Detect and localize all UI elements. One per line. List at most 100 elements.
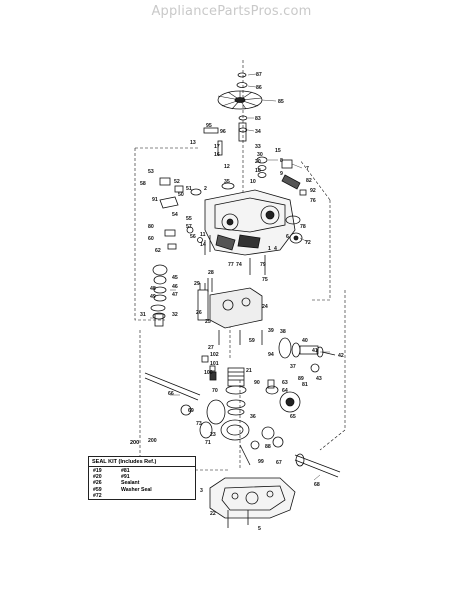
part-label: 64 <box>282 388 288 394</box>
part-label: 69 <box>188 408 194 414</box>
part-label: 58 <box>140 181 146 187</box>
part-label: 37 <box>290 364 296 370</box>
part-label: 13 <box>190 140 196 146</box>
part-label: 89 <box>298 376 304 382</box>
part-label: 90 <box>254 380 260 386</box>
seal-kit-box: SEAL KIT (Includes Ref.) #19 #81 #20 #91… <box>88 456 196 500</box>
part-label: 91 <box>152 197 158 203</box>
part-label: 87 <box>256 72 262 78</box>
seal-kit-ref: #72 <box>93 492 102 499</box>
seal-kit-ref: #26 <box>93 480 102 487</box>
part-label: 20 <box>255 159 261 165</box>
part-label: 62 <box>155 248 161 254</box>
part-label: 85 <box>278 99 284 105</box>
part-label: 6 <box>286 234 289 240</box>
part-number-labels: 87 86 85 83 95 96 34 13 33 30 15 12 20 1… <box>140 72 344 532</box>
part-label: 38 <box>280 329 286 335</box>
part-label: 7 <box>306 166 309 172</box>
part-label: 17 <box>214 144 220 150</box>
part-label: 49 <box>150 294 156 300</box>
part-label: 10 <box>250 179 256 185</box>
part-label: 76 <box>310 198 316 204</box>
pump-group <box>201 355 247 416</box>
part-label: 2 <box>204 186 207 192</box>
part-label: 78 <box>300 224 306 230</box>
leader-lines <box>150 73 330 481</box>
part-label: 96 <box>220 129 226 135</box>
watermark-text: AppliancePartsPros.com <box>151 4 312 19</box>
part-label: 200 <box>148 438 157 444</box>
part-label: 67 <box>276 460 282 466</box>
part-label: 32 <box>172 312 178 318</box>
part-label: 53 <box>148 169 154 175</box>
part-label: 86 <box>256 85 262 91</box>
part-label: 65 <box>290 414 296 420</box>
part-label: 36 <box>250 414 256 420</box>
part-label: 72 <box>305 240 311 246</box>
seal-kit-ref: #19 <box>93 468 102 474</box>
seal-kit-number: 200 <box>130 440 140 446</box>
center-gears <box>220 419 275 466</box>
part-label: 4 <box>274 246 277 252</box>
seal-kit-ref: Sealant <box>121 480 140 487</box>
part-label: 88 <box>265 444 271 450</box>
part-label: 16 <box>214 152 220 158</box>
part-label: 14 <box>200 242 206 248</box>
part-label: 55 <box>186 216 192 222</box>
lower-housing <box>209 477 296 528</box>
part-label: 24 <box>262 304 268 310</box>
part-label: 11 <box>200 232 206 238</box>
right-linkage-parts <box>249 174 307 275</box>
part-label: 5 <box>258 526 261 532</box>
part-label: 27 <box>208 345 214 351</box>
part-label: 12 <box>224 164 230 170</box>
part-label: 18 <box>255 168 261 174</box>
part-label: 43 <box>316 376 322 382</box>
left-gear-stack <box>150 264 168 327</box>
part-label: 73 <box>196 421 202 427</box>
part-label: 100 <box>204 370 213 376</box>
part-label: 80 <box>148 224 154 230</box>
part-label: 45 <box>172 275 178 281</box>
part-label: 50 <box>178 192 184 198</box>
part-label: 75 <box>262 277 268 283</box>
part-label: 66 <box>168 391 174 397</box>
part-label: 82 <box>306 178 312 184</box>
seal-kit-ref: #59 <box>93 486 102 493</box>
part-label: 95 <box>206 123 212 129</box>
part-label: 59 <box>249 338 255 344</box>
part-label: 68 <box>314 482 320 488</box>
part-label: 3 <box>200 488 203 494</box>
part-label: 1 <box>268 246 271 252</box>
part-label: 74 <box>236 262 242 268</box>
seal-kit-list: #19 #81 #20 #91 #26 Sealant #59 Washer S… <box>89 467 195 500</box>
part-label: 51 <box>186 186 192 192</box>
upper-small-parts <box>190 127 293 196</box>
part-label: 94 <box>268 352 274 358</box>
part-label: 101 <box>210 361 219 367</box>
part-label: 57 <box>186 224 192 230</box>
right-output-group <box>278 337 336 373</box>
part-label: 102 <box>210 352 219 358</box>
seal-kit-title: SEAL KIT (Includes Ref.) <box>89 457 195 467</box>
part-label: 79 <box>260 262 266 268</box>
seal-kit-ref: #91 <box>121 474 130 481</box>
seal-kit-ref: Washer Seal <box>121 486 152 493</box>
part-label: 39 <box>268 328 274 334</box>
seal-kit-ref: #20 <box>93 474 102 481</box>
center-block <box>197 278 263 345</box>
part-label: 83 <box>255 116 261 122</box>
part-label: 47 <box>172 292 178 298</box>
part-label: 28 <box>208 270 214 276</box>
part-label: 26 <box>196 310 202 316</box>
right-gears <box>265 379 301 448</box>
part-label: 48 <box>150 286 156 292</box>
part-label: 34 <box>255 129 261 135</box>
part-label: 81 <box>302 382 308 388</box>
part-label: 22 <box>210 511 216 517</box>
upper-housing <box>204 189 296 256</box>
bolt-parts <box>204 235 211 255</box>
part-label: 70 <box>212 388 218 394</box>
part-label: 15 <box>275 148 281 154</box>
